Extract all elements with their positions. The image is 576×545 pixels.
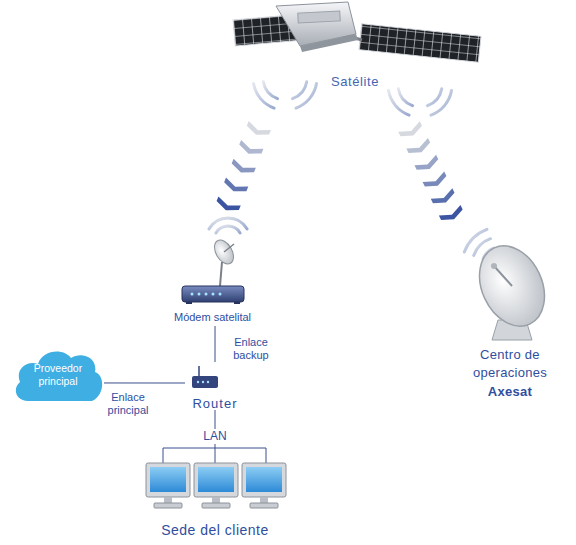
router-icon [197,381,199,383]
router-icon [192,376,218,388]
computer-icons [198,467,234,492]
signal-waves [389,91,410,116]
dish-antenna-illustration [467,235,557,336]
modem-illustration [234,302,240,304]
computer-icons [250,503,278,508]
beam-chevron [423,172,449,191]
computer-icons [146,463,190,497]
computer-icons [146,463,286,508]
beam-chevron [230,159,256,177]
satellite-illustration [233,2,481,62]
beam-chevron [398,121,424,140]
dish-antenna-illustration [467,235,557,340]
modem-illustration [219,293,222,296]
signal-waves [254,84,275,109]
satellite-illustration [298,11,340,23]
primary-link-line [104,382,185,383]
backup-link-line [215,326,216,362]
node-label: Router [185,395,245,412]
modem-illustration [220,262,222,286]
satellite-illustration [300,34,358,52]
router-icon [192,366,218,388]
downlink-beam [398,120,465,224]
modem-illustration [205,293,208,296]
beam-chevron [215,196,241,214]
signal-waves [431,91,452,116]
modem-illustration [191,293,194,296]
modem-illustration [186,302,192,304]
satellite-node: Satélite [228,0,482,120]
router-icon [198,366,200,376]
router-icon [207,381,209,383]
beam-chevron [222,178,248,196]
router-node: Router [185,362,245,410]
beam-chevron [237,140,263,158]
modem-illustration [211,237,238,268]
router-icon [202,381,204,383]
modem-illustration [198,293,201,296]
computer-icons [202,503,230,508]
modem-illustration [182,237,244,304]
computer-icons [194,463,238,497]
provider-cloud: Proveedor principal [12,345,104,405]
node-sublabel: Axesat [445,383,575,401]
computer-icons [164,497,172,503]
primary-link-line [104,382,185,383]
downlink-beam [215,120,271,215]
backup-link-line [215,326,216,362]
computer-icons [242,463,286,497]
signal-waves [263,82,277,99]
modem-illustration [224,244,234,252]
satellite-illustration [359,24,481,62]
beam-chevron [245,121,271,139]
dish-antenna-illustration [494,266,512,286]
node-label: Centro de operaciones [462,346,558,382]
computer-icons [246,467,282,492]
signal-waves [209,218,247,229]
operations-center-node: Centro de operacionesAxesat [445,222,575,400]
node-label: Proveedor principal [23,362,93,388]
node-label: Módem satelital [155,310,270,324]
node-label: Sede del cliente [140,521,290,539]
signal-waves [398,89,412,106]
modem-node: Módem satelital [155,212,270,326]
link-label: Enlace backup [226,336,276,362]
signal-waves [464,229,487,252]
computer-icons [154,503,182,508]
computer-icons [260,497,268,503]
client-site-node: Sede del cliente [140,448,290,540]
cloud-shape [16,352,102,401]
signal-waves [216,226,240,233]
signal-waves [296,84,317,109]
modem-illustration [182,286,244,302]
beam-chevron [406,138,432,157]
computer-icons [150,467,186,492]
link-label: LAN [200,429,230,444]
beam-chevron [439,205,465,224]
dish-antenna-illustration [491,263,497,269]
signal-waves [209,82,494,259]
node-label: Satélite [305,73,405,90]
lan-bracket [163,448,266,463]
lan-bracket [163,448,266,463]
modem-illustration [212,293,215,296]
signal-waves [428,89,442,106]
beam-chevron [431,188,457,207]
signal-waves [293,82,307,99]
link-label: Enlace principal [98,391,158,417]
computer-icons [212,497,220,503]
beam-chevron [414,155,440,174]
